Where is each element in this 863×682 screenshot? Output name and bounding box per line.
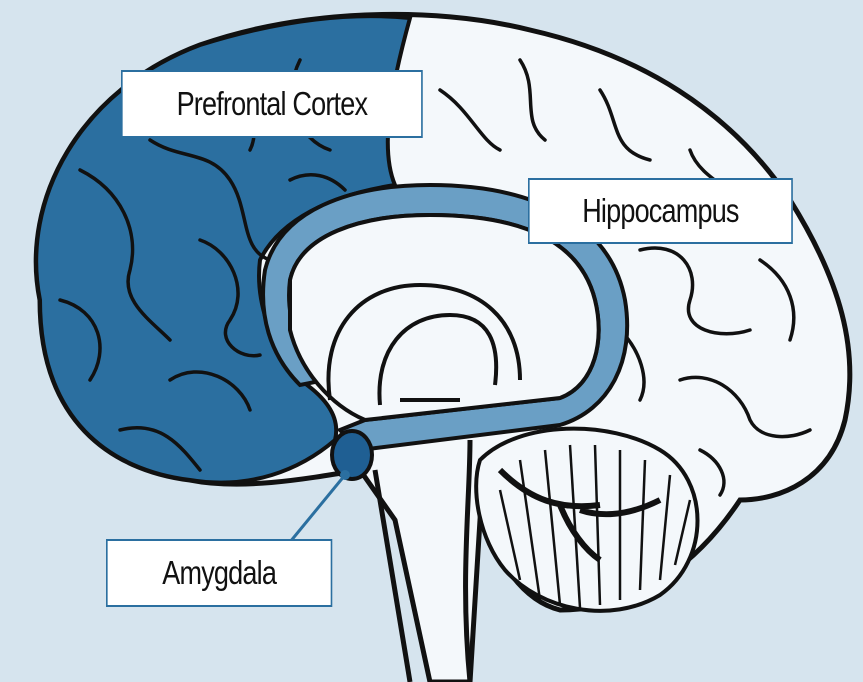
label-hippocampus-text: Hippocampus [582, 192, 738, 230]
label-amygdala: Amygdala [106, 539, 332, 607]
inner-structure [290, 215, 599, 420]
connector-dot [340, 470, 350, 480]
cerebellum [476, 429, 697, 611]
amygdala-region [332, 431, 372, 479]
label-hippocampus: Hippocampus [528, 178, 793, 244]
label-prefrontal-cortex: Prefrontal Cortex [121, 70, 423, 138]
label-amygdala-text: Amygdala [162, 554, 276, 592]
label-prefrontal-cortex-text: Prefrontal Cortex [177, 85, 368, 123]
amygdala-connector [290, 475, 345, 542]
